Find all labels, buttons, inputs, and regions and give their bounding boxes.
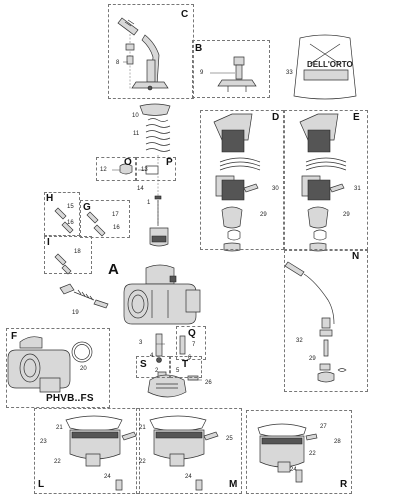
group-label-n: N (352, 251, 360, 262)
float-components-drawing (147, 333, 202, 398)
part-number: 29 (343, 212, 350, 218)
part-number: 15 (67, 204, 74, 210)
slide-stack-drawing (139, 103, 171, 247)
group-s-frame (136, 356, 170, 378)
jets-hgi-drawing (54, 207, 106, 275)
group-f-drawing (7, 336, 93, 393)
group-label-s: S (140, 359, 147, 370)
group-label-o: O (124, 157, 132, 168)
part-number: 16 (113, 225, 120, 231)
kit-brand-text: DELL'ORTO (307, 60, 353, 69)
group-p-frame (136, 157, 176, 181)
part-number: 33 (286, 70, 293, 76)
group-label-d: D (272, 112, 280, 123)
group-q-frame (176, 326, 206, 360)
group-f-frame (6, 328, 110, 408)
group-i-frame (44, 236, 92, 274)
part-number: 22 (54, 459, 61, 465)
group-label-e: E (353, 112, 360, 123)
group-c-frame (108, 4, 194, 99)
group-label-g: G (83, 202, 91, 213)
group-l-drawing (65, 415, 137, 491)
gasket-kit-bag-drawing (293, 34, 357, 100)
group-e-frame (284, 110, 368, 250)
group-c-drawing (117, 17, 169, 91)
group-o-frame (96, 157, 136, 181)
part-number: 21 (56, 425, 63, 431)
part-number: 25 (226, 436, 233, 442)
group-op-drawing (112, 163, 159, 175)
part-number: 29 (309, 356, 316, 362)
part-number: 13 (141, 167, 148, 173)
part-number: 1 (147, 200, 151, 206)
group-r-frame (246, 410, 352, 494)
group-label-m: M (229, 479, 238, 490)
part-number: 8 (116, 60, 120, 66)
group-label-i: I (47, 237, 50, 248)
group-label-c: C (181, 9, 189, 20)
part-number: 24 (185, 474, 192, 480)
part-number: 5 (176, 368, 180, 374)
part-number: 11 (133, 131, 140, 137)
main-carburetor-body-drawing (123, 264, 201, 325)
part-number: 24 (290, 467, 297, 473)
part-19-drawing (59, 283, 109, 309)
part-number: 22 (139, 459, 146, 465)
part-number: 26 (205, 380, 212, 386)
group-r-drawing (257, 423, 318, 483)
part-number: 4 (150, 353, 154, 359)
part-number: 17 (112, 212, 119, 218)
part-number: 22 (309, 451, 316, 457)
part-number: 19 (72, 310, 79, 316)
part-number: 6 (188, 355, 192, 361)
group-l-frame (34, 408, 140, 494)
part-number: 14 (137, 186, 144, 192)
group-h-frame (44, 192, 80, 236)
part-number: 24 (104, 474, 111, 480)
part-number: 3 (139, 340, 143, 346)
group-m-drawing (149, 415, 219, 491)
group-g-frame (80, 200, 130, 238)
group-m-frame (136, 408, 242, 494)
part-number: 28 (334, 439, 341, 445)
part-number: 9 (200, 70, 204, 76)
part-number: 21 (139, 425, 146, 431)
part-number: 31 (354, 186, 361, 192)
group-b-frame (192, 40, 270, 98)
group-label-p: P (166, 157, 173, 168)
group-label-q: Q (188, 328, 196, 339)
group-label-f: F (11, 331, 18, 342)
part-number: 23 (40, 439, 47, 445)
part-number: 7 (192, 342, 196, 348)
part-number: 18 (74, 249, 81, 255)
carburetor-model-caption: PHVB..FS (46, 393, 94, 404)
part-number: 2 (155, 368, 159, 374)
main-assembly-label: A (108, 261, 119, 278)
part-number: 10 (132, 113, 139, 119)
part-number: 20 (80, 366, 87, 372)
part-number: 30 (272, 186, 279, 192)
group-label-b: B (195, 43, 203, 54)
group-t-frame (170, 356, 202, 378)
part-number: 16 (67, 220, 74, 226)
part-number: 32 (296, 338, 303, 344)
group-label-r: R (340, 479, 348, 490)
group-label-t: T (182, 359, 189, 370)
group-label-h: H (46, 193, 54, 204)
group-n-drawing (284, 261, 347, 383)
group-d-frame (200, 110, 284, 250)
group-d-drawing (213, 113, 261, 252)
part-number: 27 (320, 424, 327, 430)
part-number: 29 (260, 212, 267, 218)
group-b-drawing (210, 56, 257, 92)
group-label-l: L (38, 479, 45, 490)
group-n-frame (284, 250, 368, 392)
part-number: 12 (100, 167, 107, 173)
